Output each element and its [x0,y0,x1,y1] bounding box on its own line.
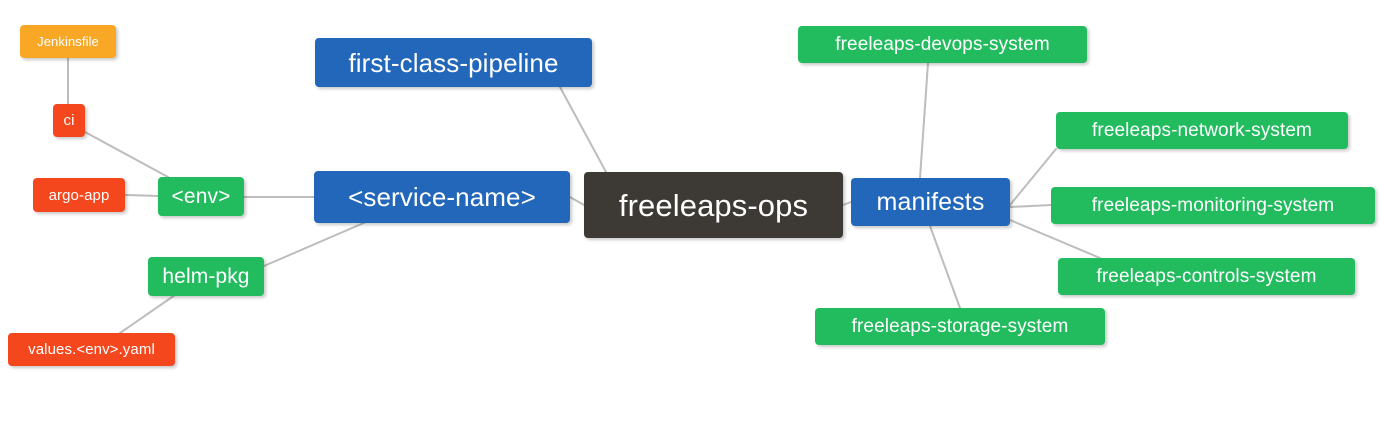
edge-manifests-controls [1009,219,1101,259]
node-freeleaps-monitoring-system[interactable]: freeleaps-monitoring-system [1051,187,1375,224]
node-env[interactable]: <env> [158,177,244,216]
node-helm-pkg[interactable]: helm-pkg [148,257,264,296]
node-values-env-yaml[interactable]: values.<env>.yaml [8,333,175,366]
edge-service-name-helm-pkg [263,221,367,267]
node-label-freeleaps-controls-system: freeleaps-controls-system [1096,266,1317,287]
edge-env-argo-app [124,194,159,197]
node-label-service-name: <service-name> [348,182,536,212]
edge-manifests-devops [919,62,929,179]
edge-env-ci [84,131,169,178]
node-label-jenkinsfile: Jenkinsfile [37,34,99,49]
node-label-freeleaps-monitoring-system: freeleaps-monitoring-system [1091,195,1335,216]
node-freeleaps-storage-system[interactable]: freeleaps-storage-system [815,308,1105,345]
node-label-freeleaps-devops-system: freeleaps-devops-system [835,34,1050,55]
node-freeleaps-devops-system[interactable]: freeleaps-devops-system [798,26,1087,63]
edge-manifests-network [1009,148,1057,206]
node-first-class-pipeline[interactable]: first-class-pipeline [315,38,592,87]
node-label-freeleaps-network-system: freeleaps-network-system [1092,120,1312,141]
node-manifests[interactable]: manifests [851,178,1010,226]
edge-helm-pkg-values [119,294,176,334]
node-label-values-env-yaml: values.<env>.yaml [28,341,155,358]
node-label-freeleaps-ops: freeleaps-ops [618,187,809,223]
node-freeleaps-network-system[interactable]: freeleaps-network-system [1056,112,1348,149]
node-ci[interactable]: ci [53,104,85,137]
node-label-helm-pkg: helm-pkg [162,265,250,288]
edge-ops-service-name [569,196,585,206]
node-label-argo-app: argo-app [48,186,110,204]
node-freeleaps-controls-system[interactable]: freeleaps-controls-system [1058,258,1355,295]
node-argo-app[interactable]: argo-app [33,178,125,212]
node-label-env: <env> [171,185,231,208]
node-service-name[interactable]: <service-name> [314,171,570,223]
edge-ops-first-class-pipeline [559,86,607,173]
edge-ops-manifests [842,201,852,206]
edge-manifests-monitoring [1009,204,1052,208]
node-freeleaps-ops[interactable]: freeleaps-ops [584,172,843,238]
node-label-first-class-pipeline: first-class-pipeline [348,47,559,78]
edge-manifests-storage [929,225,961,309]
node-label-ci: ci [63,112,75,129]
node-label-manifests: manifests [876,187,985,216]
node-label-freeleaps-storage-system: freeleaps-storage-system [851,316,1069,337]
node-jenkinsfile[interactable]: Jenkinsfile [20,25,116,58]
